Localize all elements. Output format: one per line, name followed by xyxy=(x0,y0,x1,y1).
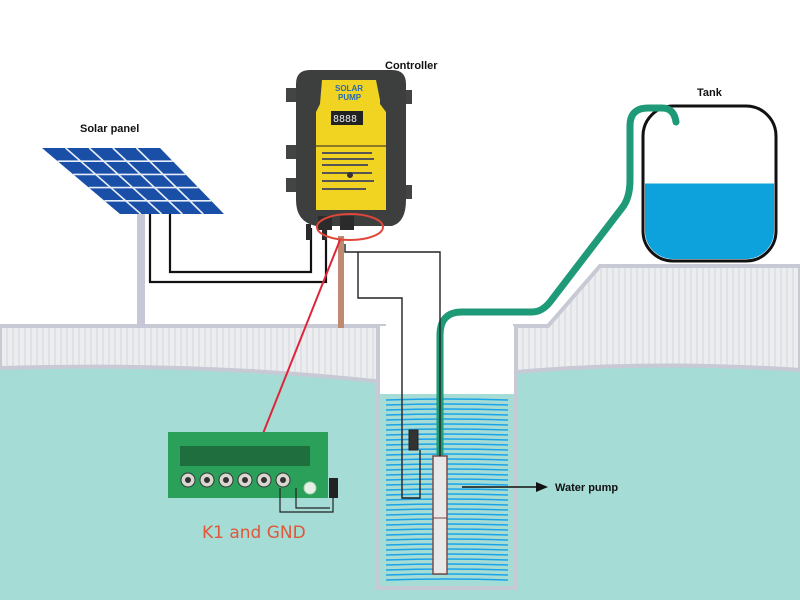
terminal-screw-head xyxy=(242,477,248,483)
panel-grid-col xyxy=(88,147,163,215)
panel-wire-1 xyxy=(168,214,313,274)
water-line xyxy=(385,438,509,441)
water-pump-label: Water pump xyxy=(555,482,618,494)
controller-brand-2: PUMP xyxy=(338,93,362,102)
controller-conduit xyxy=(338,236,344,328)
solar-panel xyxy=(42,147,224,215)
panel-post xyxy=(137,212,145,328)
callout-ellipse xyxy=(316,213,384,241)
tank-water xyxy=(645,183,774,259)
terminal-callout-label: K1 and GND xyxy=(202,523,306,543)
terminal-screw-head xyxy=(185,477,191,483)
water-line xyxy=(385,423,509,426)
controller-label: Controller xyxy=(385,60,438,72)
water-line xyxy=(385,403,509,406)
panel-grid-col xyxy=(135,147,204,215)
water-line xyxy=(385,418,509,421)
water-pump xyxy=(432,455,448,575)
tank-label: Tank xyxy=(697,87,723,99)
well-water-lines xyxy=(385,398,509,581)
terminal-board xyxy=(168,432,338,513)
water-line xyxy=(385,443,509,446)
water-pipe xyxy=(436,104,680,564)
water-line xyxy=(385,428,509,431)
controller-display-text: 8888 xyxy=(333,114,357,125)
soil-right xyxy=(513,264,800,375)
controller xyxy=(286,70,412,240)
terminal-screw-head xyxy=(204,477,210,483)
water-line xyxy=(385,448,509,451)
water-line xyxy=(385,398,509,401)
controller-brand-1: SOLAR xyxy=(335,84,363,93)
water-line xyxy=(385,578,509,581)
panel-grid-col xyxy=(65,147,142,215)
panel-grid-col xyxy=(112,147,183,215)
water-line xyxy=(385,433,509,436)
water-line xyxy=(385,453,509,456)
terminal-screw-head xyxy=(223,477,229,483)
solar-panel-label: Solar panel xyxy=(80,123,139,135)
well-shaft-walls xyxy=(376,326,518,590)
panel-wire-2 xyxy=(148,214,328,284)
arrow-right-icon xyxy=(536,482,548,492)
float-switch xyxy=(408,429,419,451)
wire-float xyxy=(357,252,421,499)
wire-pump xyxy=(344,244,441,456)
callout-line xyxy=(261,239,341,437)
terminal-screw-head xyxy=(261,477,267,483)
terminal-screw-head xyxy=(280,477,286,483)
water-line xyxy=(385,413,509,416)
water-line xyxy=(385,408,509,411)
